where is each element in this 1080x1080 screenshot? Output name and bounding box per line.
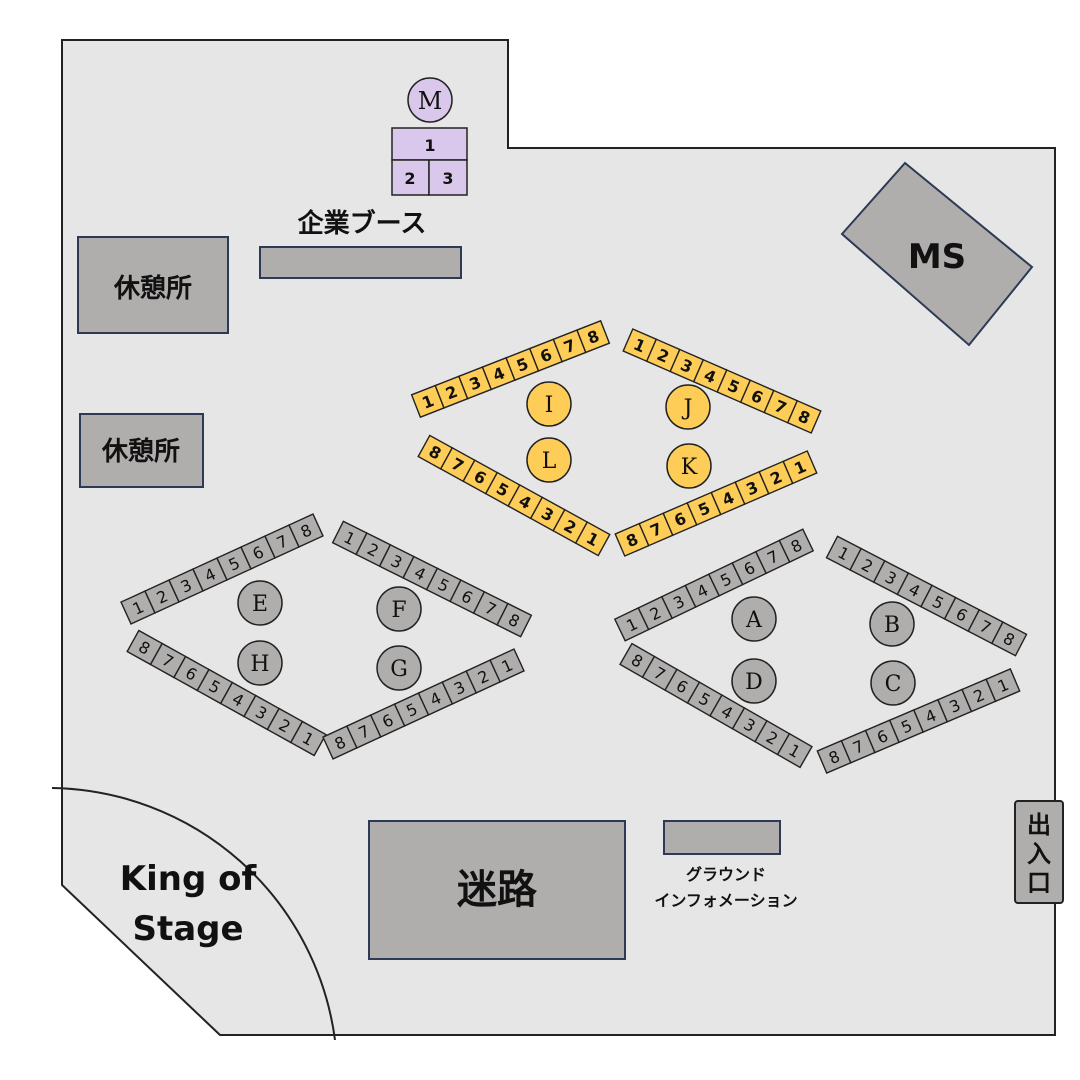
entrance[interactable] — [1014, 800, 1064, 904]
maze-area[interactable] — [368, 820, 626, 960]
m-booth-3-number: 3 — [442, 169, 453, 188]
block-k-circle[interactable] — [666, 443, 712, 489]
block-k-letter: K — [681, 455, 698, 480]
booth-cell[interactable] — [574, 521, 611, 557]
booth-cell[interactable] — [289, 720, 327, 757]
corporate-booth-label: 企業ブース — [298, 208, 427, 239]
block-f-letter: F — [391, 598, 406, 623]
block-a-letter: A — [745, 608, 763, 633]
m-booth-3[interactable] — [428, 159, 468, 196]
rest-area-2[interactable] — [79, 413, 204, 488]
block-d-letter: D — [745, 670, 763, 695]
ground-information-label-line1: グラウンド — [686, 865, 766, 884]
block-d-circle[interactable] — [731, 658, 777, 704]
ms-label: MS — [908, 237, 966, 277]
block-h-circle[interactable] — [237, 640, 283, 686]
king-of-stage-stage[interactable] — [51, 787, 336, 1041]
king-of-stage-label-line2: Stage — [132, 909, 243, 949]
ms-area[interactable] — [840, 161, 1034, 347]
booth-cell[interactable] — [990, 621, 1028, 657]
rest-area-1-label: 休憩所 — [113, 273, 192, 304]
block-e-circle[interactable] — [237, 580, 283, 626]
booth-cell[interactable] — [489, 648, 525, 683]
corporate-booth[interactable] — [259, 246, 462, 279]
block-i-letter: I — [545, 393, 554, 418]
booth-cell[interactable] — [496, 602, 533, 638]
booth-cell[interactable] — [786, 399, 822, 434]
entrance-char-1: 出 — [1027, 811, 1051, 839]
block-h-letter: H — [250, 652, 269, 677]
m-booth-2[interactable] — [391, 159, 430, 196]
m-booth-1[interactable] — [391, 127, 468, 161]
block-f-circle[interactable] — [376, 586, 422, 632]
m-booth-1-number: 1 — [424, 136, 435, 155]
block-e-letter: E — [252, 592, 268, 617]
m-block-letter: M — [418, 87, 443, 115]
entrance-char-3: 口 — [1027, 869, 1051, 897]
block-b-circle[interactable] — [869, 601, 915, 647]
king-of-stage-label-line1: King of — [120, 859, 258, 899]
booth-cell[interactable] — [778, 528, 815, 564]
block-i-circle[interactable] — [526, 381, 572, 427]
rest-area-2-label: 休憩所 — [101, 436, 180, 467]
block-j-letter: J — [682, 396, 693, 421]
m-block-circle[interactable] — [407, 77, 453, 123]
block-l-circle[interactable] — [526, 437, 572, 483]
rest-area-1[interactable] — [77, 236, 229, 334]
block-g-circle[interactable] — [376, 645, 422, 691]
m-booth-2-number: 2 — [404, 169, 415, 188]
block-c-circle[interactable] — [870, 660, 916, 706]
block-j-circle[interactable] — [665, 384, 711, 430]
booth-cell[interactable] — [776, 732, 813, 769]
venue-floor — [61, 39, 1056, 1036]
block-g-letter: G — [390, 657, 408, 682]
block-b-letter: B — [884, 613, 900, 638]
booth-cell[interactable] — [985, 668, 1021, 703]
booth-cell[interactable] — [288, 513, 324, 548]
booth-cell[interactable] — [782, 450, 818, 485]
block-c-letter: C — [885, 672, 902, 697]
maze-label: 迷路 — [457, 867, 538, 913]
block-l-letter: L — [542, 449, 557, 474]
booth-cell[interactable] — [576, 319, 611, 354]
ground-information-desk[interactable] — [663, 820, 781, 855]
entrance-char-2: 入 — [1027, 840, 1051, 868]
ground-information-label-line2: インフォメーション — [654, 891, 797, 910]
block-a-circle[interactable] — [731, 596, 777, 642]
